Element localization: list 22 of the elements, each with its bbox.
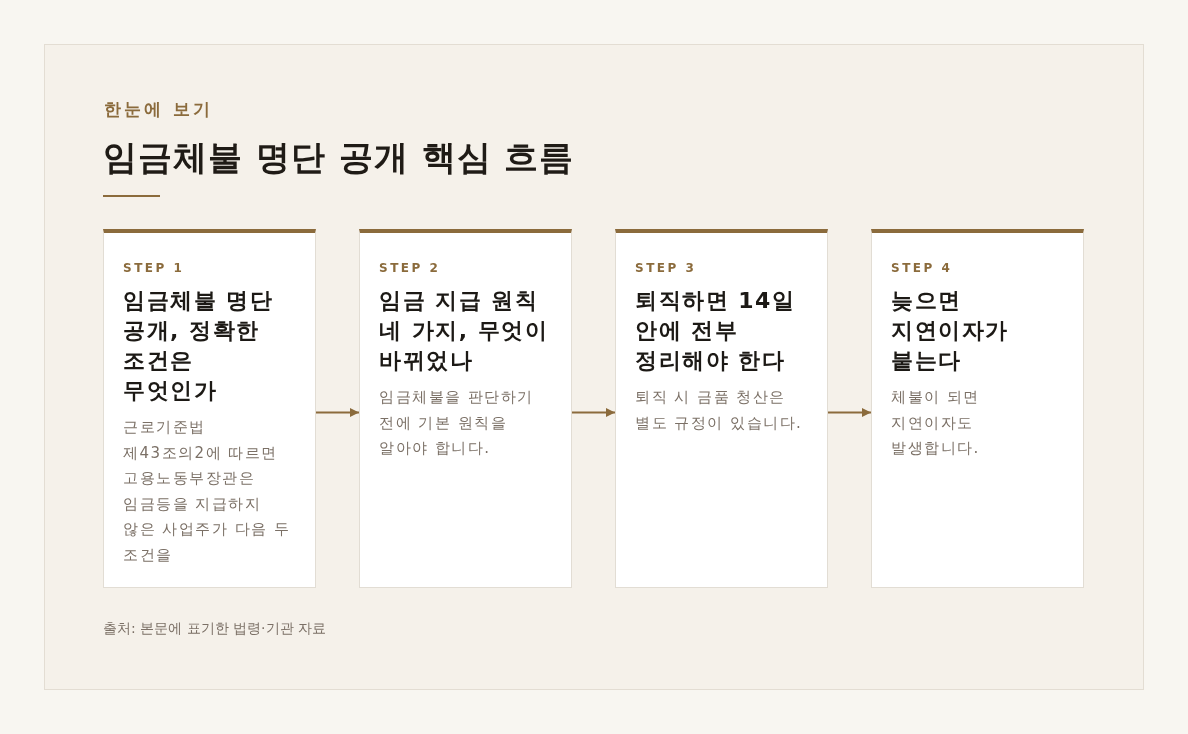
step-label: STEP 4 [891,260,953,276]
step-description: 체불이 되면 지연이자도 발생합니다. [891,387,981,460]
arrow [315,408,360,417]
step-heading: 임금체불 명단 공개, 정확한 조건은 무엇인가 [123,287,275,405]
step-heading: 임금 지급 원칙 네 가지, 무엇이 바뀌었나 [379,287,550,375]
step-label: STEP 1 [123,260,185,276]
step-card [103,229,316,588]
eyebrow-label: 한눈에 보기 [104,98,213,121]
step-description: 퇴직 시 금품 청산은 별도 규정이 있습니다. [635,387,803,434]
step-label: STEP 2 [379,260,441,276]
step-description: 임금체불을 판단하기 전에 기본 원칙을 알아야 합니다. [379,387,535,460]
arrow [571,408,616,417]
step-card [359,229,572,588]
step-card [615,229,828,588]
arrow [827,408,872,417]
step-heading: 늦으면 지연이자가 붙는다 [891,287,1010,375]
title: 임금체불 명단 공개 핵심 흐름 [103,136,575,179]
step-card [871,229,1084,588]
step-label: STEP 3 [635,260,697,276]
step-description: 근로기준법 제43조의2에 따르면 고용노동부장관은 임금등을 지급하지 않은 사업주가 다음 두 조건을 [123,417,291,566]
step-heading: 퇴직하면 14일 안에 전부 정리해야 한다 [635,287,797,375]
source-note: 출처: 본문에 표기한 법령·기관 자료 [103,619,326,638]
